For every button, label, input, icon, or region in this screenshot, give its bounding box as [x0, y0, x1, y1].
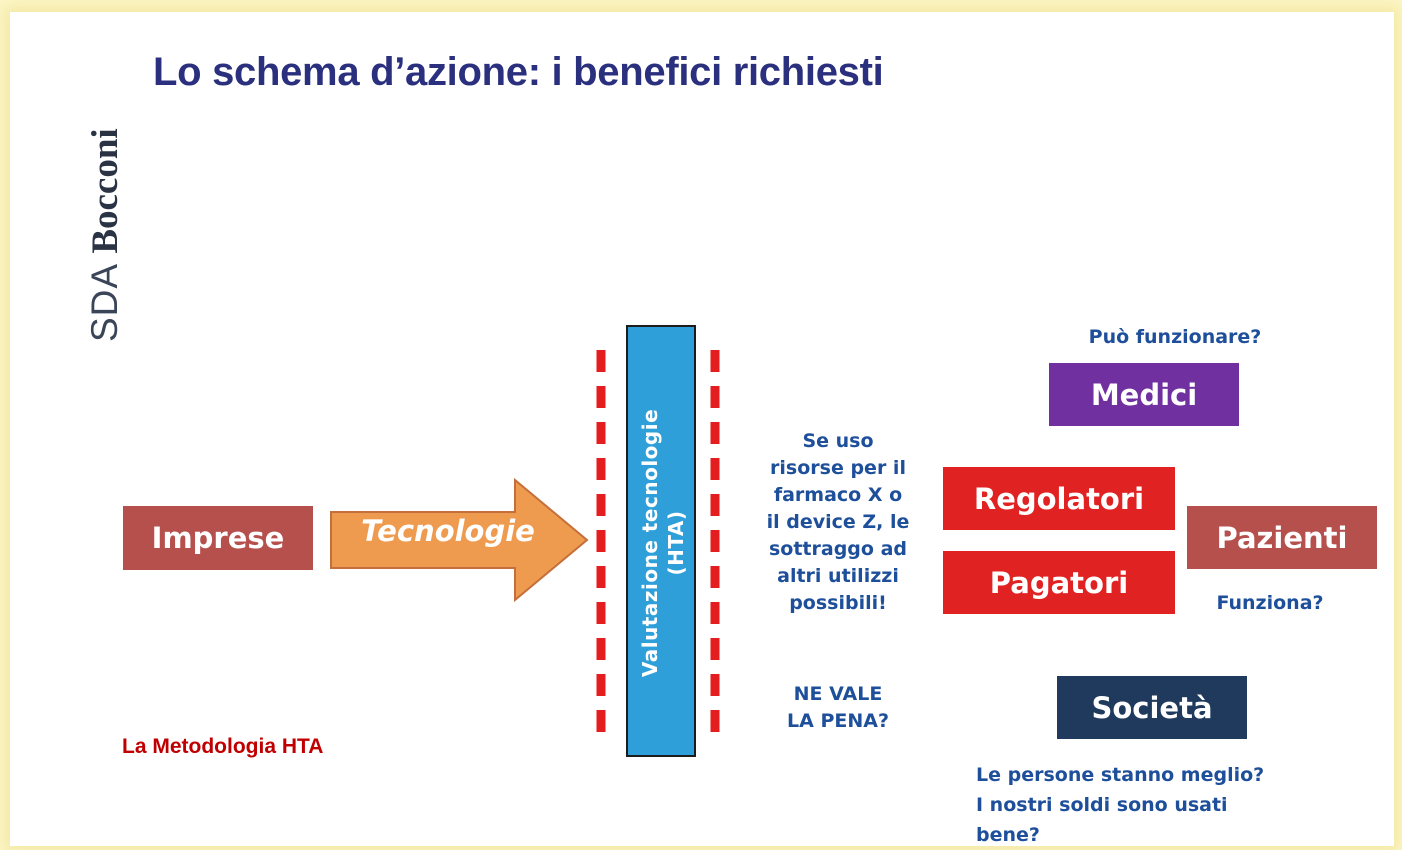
pazienti-question: Funziona?: [1216, 592, 1324, 614]
tecnologie-label: Tecnologie: [361, 514, 535, 548]
hta-bar: Valutazione tecnologie (HTA): [626, 325, 696, 757]
imprese-box: Imprese: [123, 506, 313, 570]
regolatori-box: Regolatori: [943, 467, 1175, 530]
medici-question: Può funzionare?: [1088, 326, 1262, 348]
methodology-label: La Metodologia HTA: [122, 735, 324, 758]
brand-name: Bocconi: [85, 128, 126, 254]
arrow-shape: [330, 478, 589, 602]
hta-label: Valutazione tecnologie: [638, 408, 662, 678]
right-dashed-line: [710, 350, 720, 746]
tecnologie-arrow: [330, 478, 589, 602]
left-dashed-line: [596, 350, 606, 746]
brand-logo: SDA Bocconi: [46, 24, 126, 344]
brand-prefix: SDA: [84, 262, 125, 342]
hta-acronym: (HTA): [664, 510, 688, 576]
slide-title: Lo schema d’azione: i benefici richiesti: [153, 50, 884, 94]
societa-box: Società: [1057, 676, 1247, 739]
pagatori-box: Pagatori: [943, 551, 1175, 614]
resource-question: Se uso risorse per il farmaco X o il dev…: [766, 430, 910, 614]
worth-question: NE VALE LA PENA?: [787, 683, 889, 732]
pazienti-box: Pazienti: [1187, 506, 1377, 569]
societa-question: Le persone stanno meglio? I nostri soldi…: [976, 764, 1265, 846]
medici-box: Medici: [1049, 363, 1239, 426]
